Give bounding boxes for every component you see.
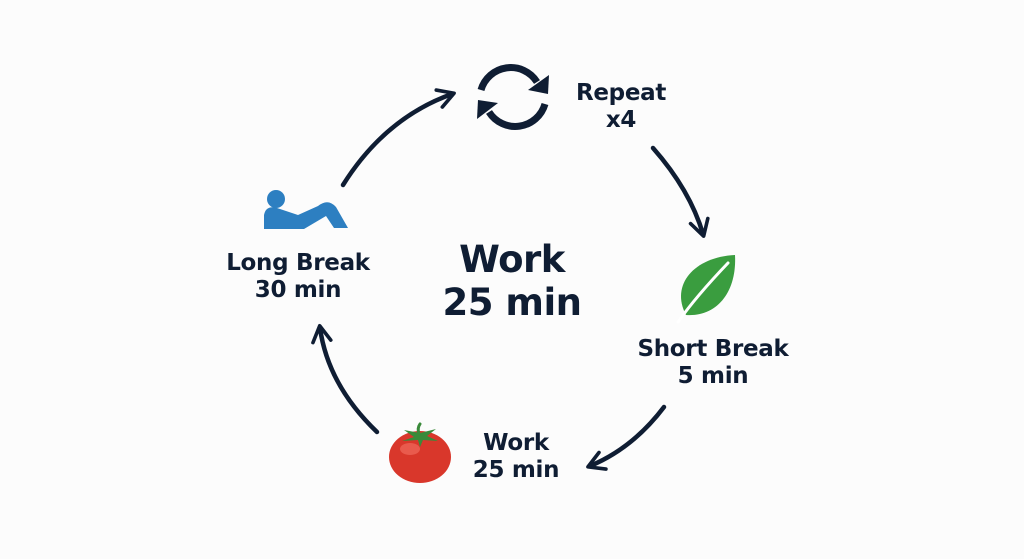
- work-title: Work: [483, 430, 549, 456]
- short-break-title: Short Break: [637, 336, 789, 362]
- tomato-icon: [389, 422, 451, 483]
- long-break-duration: 30 min: [254, 277, 342, 304]
- arrow-work-to-long-break: [311, 323, 380, 435]
- repeat-count: x4: [605, 107, 637, 134]
- arrow-long-break-to-repeat: [340, 88, 456, 188]
- work-label: Work 25 min: [450, 430, 582, 484]
- long-break-title: Long Break: [226, 250, 370, 276]
- arrow-repeat-to-short-break: [650, 145, 710, 238]
- center-label: Work 25 min: [412, 238, 612, 324]
- long-break-label: Long Break 30 min: [204, 250, 392, 304]
- repeat-title: Repeat: [575, 80, 667, 106]
- work-duration: 25 min: [472, 457, 560, 484]
- short-break-label: Short Break 5 min: [614, 336, 812, 390]
- arrow-short-break-to-work: [586, 404, 667, 471]
- center-title: Work: [459, 238, 565, 281]
- person-reclining-icon: [264, 190, 348, 229]
- center-duration: 25 min: [442, 280, 582, 324]
- short-break-duration: 5 min: [677, 363, 749, 390]
- leaf-icon: [676, 255, 736, 324]
- repeat-cycle-icon: [477, 64, 549, 130]
- repeat-label: Repeat x4: [552, 80, 690, 134]
